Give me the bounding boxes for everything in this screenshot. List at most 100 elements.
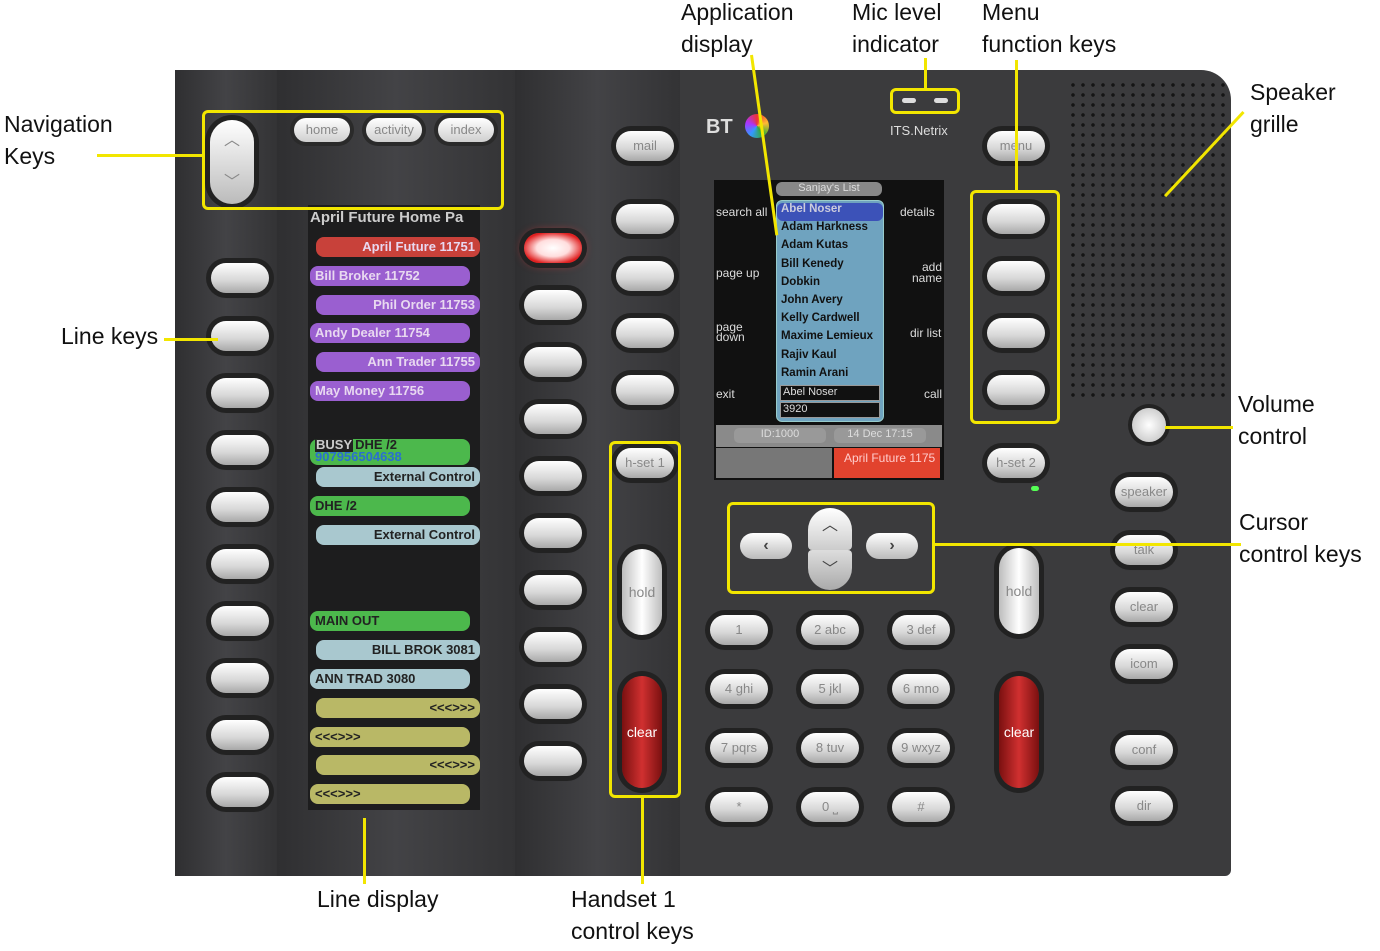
line-key[interactable] [524, 746, 582, 776]
index-button[interactable]: index [438, 118, 494, 142]
cursor-left-button[interactable]: ‹ [740, 533, 792, 559]
line-key[interactable] [211, 549, 269, 579]
line-key[interactable] [524, 575, 582, 605]
programmable-key[interactable] [616, 204, 674, 234]
line-key[interactable] [211, 606, 269, 636]
mail-button[interactable]: mail [616, 131, 674, 161]
cursor-up-button[interactable]: ︿ [808, 508, 852, 550]
line-key[interactable] [211, 263, 269, 293]
line-key[interactable] [211, 492, 269, 522]
contact-item[interactable]: Abel Noser [777, 203, 883, 222]
softkey-details[interactable]: details [900, 205, 935, 219]
line-display-row: Phil Order 11753 [316, 294, 480, 315]
hset2-button[interactable]: h-set 2 [987, 448, 1045, 478]
softkey-page-down[interactable]: page down [716, 320, 745, 344]
dir-button[interactable]: dir [1115, 791, 1173, 821]
line-display-title: April Future Home Pa [310, 209, 464, 226]
line-row-label: <<<>>> [429, 699, 475, 715]
line-display-row: <<<>>> [316, 755, 480, 776]
keypad-key[interactable]: 0 ⎵ [801, 792, 859, 822]
line-key[interactable] [211, 378, 269, 408]
programmable-key[interactable] [616, 318, 674, 348]
line-key[interactable] [524, 233, 582, 263]
contact-item[interactable]: Maxime Lemieux [781, 330, 874, 343]
keypad-key[interactable]: * [710, 792, 768, 822]
softkey-search-all[interactable]: search all [716, 205, 768, 219]
nav-up-button[interactable]: ︿ [223, 132, 240, 149]
keypad-key[interactable]: # [892, 792, 950, 822]
clear-button-handset1[interactable]: clear [622, 676, 662, 788]
line-display-row: <<<>>> [310, 726, 470, 747]
line-key[interactable] [524, 290, 582, 320]
hold-button-handset2[interactable]: hold [999, 548, 1039, 634]
line-row-label: Bill Broker 11752 [315, 267, 420, 283]
keypad-key[interactable]: 8 tuv [801, 733, 859, 763]
hold-button-handset1[interactable]: hold [622, 549, 662, 635]
line-key[interactable] [524, 347, 582, 377]
home-button[interactable]: home [294, 118, 350, 142]
contact-item[interactable]: Bill Kenedy [781, 257, 844, 270]
keypad-key[interactable]: 2 abc [801, 615, 859, 645]
icom-button[interactable]: icom [1115, 649, 1173, 679]
contact-item[interactable]: Adam Harkness [781, 221, 868, 234]
contact-item[interactable]: John Avery [781, 293, 843, 306]
conf-button[interactable]: conf [1115, 735, 1173, 765]
contact-item[interactable]: Dobkin [781, 275, 820, 288]
clear-button-handset2[interactable]: clear [999, 676, 1039, 788]
keypad-key[interactable]: 6 mno [892, 674, 950, 704]
clear-button[interactable]: clear [1115, 592, 1173, 622]
line-key[interactable] [211, 777, 269, 807]
contact-item[interactable]: Kelly Cardwell [781, 312, 860, 325]
contact-item[interactable]: Adam Kutas [781, 239, 849, 252]
contact-item[interactable]: Ramin Arani [781, 366, 849, 379]
cursor-keys-highlight [727, 502, 935, 594]
keypad-key[interactable]: 1 [710, 615, 768, 645]
line-key[interactable] [524, 461, 582, 491]
line-display-row: MAIN OUT [310, 611, 470, 632]
keypad-key[interactable]: 4 ghi [710, 674, 768, 704]
line-key[interactable] [211, 435, 269, 465]
line-key[interactable] [524, 689, 582, 719]
line-row-label: External Control [373, 469, 475, 485]
line-key[interactable] [524, 632, 582, 662]
activity-button[interactable]: activity [366, 118, 422, 142]
cursor-down-button[interactable]: ﹀ [808, 550, 852, 590]
contact-item[interactable]: Rajiv Kaul [781, 348, 837, 361]
line-row-label: ANN TRAD 3080 [315, 671, 416, 686]
softkey-call[interactable]: call [924, 387, 943, 401]
menu-function-key[interactable] [987, 375, 1045, 405]
talk-button[interactable]: talk [1115, 535, 1173, 565]
softkey-add-name[interactable]: add name [911, 262, 942, 284]
keypad-key[interactable]: 5 jkl [801, 674, 859, 704]
menu-function-key[interactable] [987, 204, 1045, 234]
cursor-right-button[interactable]: › [866, 533, 918, 559]
line-display-row: External Control [316, 467, 480, 488]
keypad-key[interactable]: 9 wxyz [892, 733, 950, 763]
line-key[interactable] [211, 663, 269, 693]
id-label: ID:1000 [734, 428, 826, 443]
softkey-exit[interactable]: exit [716, 387, 735, 401]
line-display-row: May Money 11756 [310, 381, 470, 401]
menu-function-key[interactable] [987, 261, 1045, 291]
line-key[interactable] [211, 720, 269, 750]
menu-function-key[interactable] [987, 318, 1045, 348]
hset1-button[interactable]: h-set 1 [616, 448, 674, 478]
line-key[interactable] [524, 404, 582, 434]
programmable-key[interactable] [616, 261, 674, 291]
programmable-key[interactable] [616, 375, 674, 405]
keypad-key[interactable]: 7 pqrs [710, 733, 768, 763]
softkey-dir-list[interactable]: dir list [910, 326, 942, 340]
keypad-key[interactable]: 3 def [892, 615, 950, 645]
nav-down-button[interactable]: ﹀ [223, 174, 240, 191]
line-key[interactable] [524, 518, 582, 548]
active-call[interactable]: April Future 1175 [834, 448, 940, 478]
softkey-page-up[interactable]: page up [716, 266, 760, 280]
line-key[interactable] [211, 321, 269, 351]
volume-knob[interactable] [1132, 408, 1166, 442]
selected-name: Abel Noser [780, 385, 880, 401]
line-row-label: May Money 11756 [315, 383, 425, 398]
speaker-button[interactable]: speaker [1115, 477, 1173, 507]
line-row-label: Phil Order 11753 [373, 296, 475, 312]
